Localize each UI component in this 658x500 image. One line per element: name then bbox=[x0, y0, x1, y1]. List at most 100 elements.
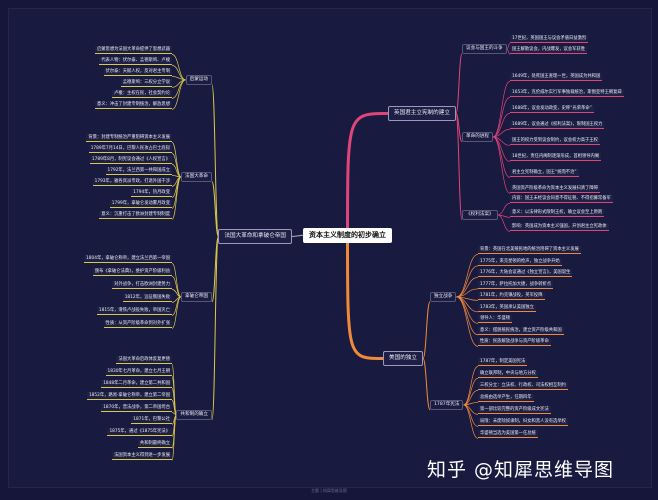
leaf-node[interactable]: 1792年，法兰西第一共和国成立 bbox=[105, 167, 172, 176]
leaf-node[interactable]: 1783年，英国承认美国独立 bbox=[478, 303, 536, 312]
leaf-node[interactable]: 法国资本主义得到进一步发展 bbox=[112, 452, 172, 461]
connector-line bbox=[422, 357, 431, 411]
leaf-node[interactable]: 华盛顿当选为美国第一任总统 bbox=[478, 430, 538, 439]
leaf-node[interactable]: 1799年，拿破仑发动雾月政变 bbox=[109, 200, 172, 209]
connector-line bbox=[463, 390, 479, 406]
leaf-node[interactable]: 内容：国王未经议会同意不得征税、不得招募常备军 bbox=[510, 195, 613, 204]
leaf-node[interactable]: 孟德斯鸠：三权分立学说 bbox=[120, 79, 172, 88]
connector-line bbox=[211, 235, 219, 421]
leaf-node[interactable]: 三权分立：立法权、行政权、司法权相互制约 bbox=[478, 382, 568, 391]
leaf-node[interactable]: 1804年，拿破仑称帝，建立法兰西第一帝国 bbox=[84, 255, 172, 264]
leaf-node[interactable]: 君主立宪制确立，国王“统而不治” bbox=[510, 169, 579, 178]
branch-america[interactable]: 美国的独立 bbox=[383, 351, 423, 366]
leaf-node[interactable]: 1794年，热月政变 bbox=[131, 189, 172, 198]
leaf-node[interactable]: 1653年，克伦威尔实行军事独裁统治，斯图亚特王朝复辟 bbox=[510, 89, 624, 98]
connector-line bbox=[506, 48, 511, 55]
leaf-node[interactable]: 1689年，议会通过《权利法案》，限制国王权力 bbox=[510, 121, 605, 130]
leaf-node[interactable]: 伏尔泰：天赋人权，反对君主专制 bbox=[103, 68, 172, 77]
connector-line bbox=[171, 414, 177, 461]
leaf-node[interactable]: 1830年七月革命，建立七月王朝 bbox=[105, 368, 172, 377]
leaf-node[interactable]: 意义：摆脱殖民统治，建立资产阶级共和国 bbox=[478, 326, 564, 335]
connector-line bbox=[455, 112, 463, 221]
group-node[interactable]: 1787年宪法 bbox=[430, 400, 464, 410]
leaf-node[interactable]: 国王解散议会，内战爆发，议会军获胜 bbox=[510, 46, 588, 55]
connector-line bbox=[346, 235, 384, 360]
leaf-node[interactable]: 确立联邦制，中央与地方分权 bbox=[478, 370, 538, 379]
leaf-node[interactable]: 性质：从资产阶级革命到对外扩张 bbox=[103, 320, 172, 329]
connector-line bbox=[456, 296, 479, 336]
group-node[interactable]: 共和制的确立 bbox=[176, 410, 212, 420]
leaf-node[interactable]: 影响：英国成为资本主义强国，开创君主立宪政体 bbox=[510, 223, 609, 232]
connector-line bbox=[422, 301, 431, 359]
leaf-node[interactable]: 总统由选举产生，任期四年 bbox=[478, 394, 534, 403]
connector-line bbox=[455, 53, 463, 114]
connector-line bbox=[492, 97, 511, 138]
leaf-node[interactable]: 代表人物：伏尔泰、孟德斯鸠、卢梭 bbox=[99, 57, 172, 66]
connector-line bbox=[463, 366, 479, 406]
leaf-node[interactable]: 1870年，普法战争，第二帝国垮台 bbox=[101, 404, 172, 413]
leaf-node[interactable]: 1781年，约克镇战役，英军投降 bbox=[478, 292, 545, 301]
leaf-node[interactable]: 局限：未废除奴隶制，妇女和黑人没有选举权 bbox=[478, 418, 568, 427]
connector-line bbox=[492, 81, 511, 138]
branch-france[interactable]: 法国大革命和拿破仑帝国 bbox=[218, 229, 292, 244]
group-node[interactable]: 《权利法案》 bbox=[462, 210, 498, 220]
leaf-node[interactable]: 1789年7月14日，巴黎人民攻占巴士底狱 bbox=[88, 145, 172, 154]
leaf-node[interactable]: 启蒙思想为法国大革命提供了思想武器 bbox=[94, 46, 172, 55]
leaf-node[interactable]: 国王的权力受到议会制约，议会权力高于王权 bbox=[510, 137, 600, 146]
group-node[interactable]: 拿破仑帝国 bbox=[181, 292, 212, 302]
leaf-node[interactable]: 17世纪，英国国王与议会矛盾日益激烈 bbox=[510, 35, 589, 44]
connector-line bbox=[171, 79, 186, 110]
central-topic[interactable]: 资本主义制度的初步确立 bbox=[303, 228, 392, 243]
leaf-node[interactable]: 对外战争，打击欧洲封建势力 bbox=[112, 281, 172, 290]
leaf-node[interactable]: 1815年，滑铁卢战役失败，帝国灭亡 bbox=[96, 307, 172, 316]
connector-line bbox=[492, 136, 511, 178]
connector-line bbox=[211, 181, 219, 237]
group-node[interactable]: 独立战争 bbox=[430, 292, 457, 302]
leaf-node[interactable]: 英国资产阶级革命为资本主义发展扫清了障碍 bbox=[510, 185, 600, 194]
leaf-node[interactable]: 领导人：华盛顿 bbox=[478, 315, 513, 324]
leaf-node[interactable]: 1777年，萨拉托加大捷，战争转折点 bbox=[478, 280, 554, 289]
connector-line bbox=[291, 234, 304, 238]
leaf-node[interactable]: 1688年，议会发动政变，史称“光荣革命” bbox=[510, 105, 594, 114]
leaf-node[interactable]: 1875年，通过《1875年宪法》 bbox=[107, 428, 172, 437]
connector-line bbox=[171, 296, 182, 329]
leaf-node[interactable]: 1649年，处死国王查理一世，英国成为共和国 bbox=[510, 73, 603, 82]
group-node[interactable]: 启蒙运动 bbox=[185, 75, 212, 85]
leaf-node[interactable]: 1789年8月，制宪议会通过《人权宣言》 bbox=[89, 156, 172, 165]
connector-line bbox=[492, 113, 511, 138]
connector-line bbox=[456, 277, 479, 298]
connector-line bbox=[456, 254, 479, 298]
leaf-node[interactable]: 1812年，远征俄国失败 bbox=[122, 294, 172, 303]
branch-england[interactable]: 英国君主立宪制的建立 bbox=[388, 106, 456, 121]
leaf-node[interactable]: 1871年，巴黎公社 bbox=[131, 416, 172, 425]
leaf-node[interactable]: 卢梭：主权在民，社会契约论 bbox=[112, 90, 172, 99]
leaf-node[interactable]: 1848年二月革命，建立第二共和国 bbox=[101, 380, 172, 389]
leaf-node[interactable]: 意义：冲击了封建专制统治，解放思想 bbox=[94, 101, 172, 110]
leaf-node[interactable]: 18世纪，责任内阁制逐渐形成，首相领导内阁 bbox=[510, 153, 602, 162]
leaf-node[interactable]: 共和制最终确立 bbox=[137, 440, 172, 449]
group-node[interactable]: 法国大革命 bbox=[181, 172, 212, 182]
leaf-node[interactable]: 1775年，来克星顿的枪声，独立战争开始 bbox=[478, 257, 562, 266]
leaf-node[interactable]: 性质：民族解放战争与资产阶级革命 bbox=[478, 338, 551, 347]
connector-line bbox=[492, 129, 511, 138]
group-node[interactable]: 议会与国王的斗争 bbox=[462, 44, 507, 54]
connector-line bbox=[463, 404, 479, 439]
connector-line bbox=[211, 235, 219, 303]
connector-line bbox=[455, 112, 463, 143]
leaf-node[interactable]: 背景：英国在北美殖民地的统治阻碍了资本主义发展 bbox=[478, 246, 581, 255]
leaf-node[interactable]: 1787年，制定美国宪法 bbox=[478, 358, 528, 367]
leaf-node[interactable]: 1852年，路易·拿破仑称帝，建立第二帝国 bbox=[86, 392, 172, 401]
leaf-node[interactable]: 法国大革命后政体反复更替 bbox=[116, 356, 172, 365]
group-node[interactable]: 革命的进程 bbox=[462, 132, 493, 142]
leaf-node[interactable]: 背景：封建专制统治严重阻碍资本主义发展 bbox=[86, 134, 172, 143]
leaf-node[interactable]: 1776年，大陆会议通过《独立宣言》，美国诞生 bbox=[478, 269, 573, 278]
leaf-node[interactable]: 意义：沉重打击了欧洲封建专制制度 bbox=[99, 211, 172, 220]
connector-line bbox=[211, 84, 219, 237]
leaf-node[interactable]: 意义：以法律形式限制王权，确立议会至上原则 bbox=[510, 209, 605, 218]
leaf-node[interactable]: 1793年，雅各宾派专政，打退外国干涉 bbox=[92, 178, 172, 187]
leaf-node[interactable]: 颁布《拿破仑法典》，维护资产阶级利益 bbox=[92, 268, 172, 277]
connector-line bbox=[463, 378, 479, 406]
leaf-node[interactable]: 第一部比较完整的资产阶级成文宪法 bbox=[478, 406, 551, 415]
connector-line bbox=[171, 54, 186, 81]
